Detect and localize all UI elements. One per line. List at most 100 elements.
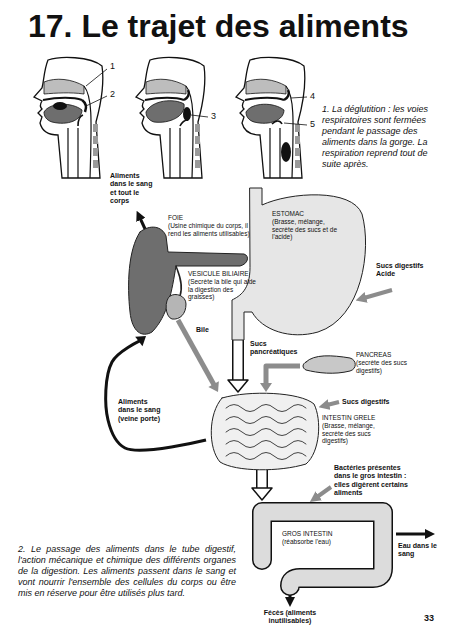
arrow-shaft <box>266 366 300 384</box>
arrow-outline <box>256 470 268 489</box>
arrow-label: Aliments dans le sang et tout le corps <box>110 172 156 206</box>
callout-number: 5 <box>310 120 315 129</box>
gallbladder-shape <box>166 294 186 319</box>
organ-text: PANCREAS(secrète des sucs digestifs) <box>356 351 420 374</box>
pancreas-shape <box>303 356 355 373</box>
arrow-label: Sucs digestifs Acide <box>376 262 428 279</box>
intestine-coil <box>226 429 306 436</box>
arrow-head <box>260 383 272 392</box>
label-box: Fécès (aliments inutilisables) <box>262 609 318 626</box>
label-box: 5 <box>310 120 315 129</box>
organ-name: INTESTIN GRELE <box>322 414 392 422</box>
head-section <box>34 58 103 178</box>
intestine-coil <box>226 417 306 424</box>
organ-drawing <box>211 393 318 470</box>
bacteria-arrow <box>317 487 331 497</box>
arrow-label: Sucs digestifs <box>342 398 402 406</box>
page-title: 17. Le trajet des aliments <box>28 10 409 42</box>
leader-line <box>191 115 208 117</box>
head-base <box>34 58 103 178</box>
organ-text: VESICULE BILIAIRE(Secrète la bile qui ai… <box>188 270 256 301</box>
organ-description: (Secrète la bile qui aide la digestion d… <box>188 278 256 301</box>
arrow-label: Sucs pancréatiques <box>250 340 302 357</box>
large-intestine-shape <box>262 512 383 586</box>
label-box: Eau dans le sang <box>398 542 444 559</box>
flow-arrow <box>252 470 272 500</box>
edge-label-box: Bile <box>196 326 220 334</box>
arrow-head <box>208 381 218 392</box>
label-box: Sucs digestifs Acide <box>376 262 428 279</box>
organ-description: (secrète des sucs digestifs) <box>356 359 420 375</box>
large-intestine-organ: GROS INTESTIN(réabsorbe l'eau) <box>246 500 396 592</box>
intestine-coil <box>226 405 306 412</box>
organ-description: (Brasse, mélange, secrète des sucs et de… <box>272 218 344 241</box>
organ-drawing <box>166 266 186 319</box>
tongue <box>146 101 184 123</box>
label-box: Bactéries présentes dans le gros intesti… <box>334 464 412 498</box>
organ-drawing <box>262 512 383 586</box>
organ-outline <box>226 186 370 340</box>
edge-label-box: Aliments dans le sang (veine porte) <box>118 398 164 423</box>
organ-name: ESTOMAC <box>272 210 344 218</box>
organ-outline <box>246 500 396 592</box>
title-block: 17. Le trajet des aliments <box>28 10 409 42</box>
stomach-shape <box>232 188 366 340</box>
organ-text: ESTOMAC(Brasse, mélange, secrète des suc… <box>272 210 344 241</box>
stomach-organ: ESTOMAC(Brasse, mélange, secrète des suc… <box>226 186 370 340</box>
figure-note: 1. La déglutition : les voies respiratoi… <box>322 104 434 170</box>
juice-arrow <box>327 402 339 405</box>
organ-name: VESICULE BILIAIRE <box>188 270 256 278</box>
arrow-outline <box>232 340 244 381</box>
organ-text: FOIE(Usine chimique du corps, il rend le… <box>168 214 254 237</box>
arrow-label: Bile <box>196 326 220 334</box>
intestine-coil <box>226 453 306 460</box>
arrow-head <box>228 380 248 392</box>
leader-line <box>291 97 307 98</box>
edge-label-box: Sucs pancréatiques <box>250 340 302 357</box>
tongue <box>246 104 284 123</box>
callout-number: 2 <box>110 90 115 99</box>
soft-palate <box>82 100 86 112</box>
epiglottis <box>180 120 188 126</box>
callout-number: 4 <box>310 92 315 101</box>
organ-text: INTESTIN GRELE(Brasse, mélange, secrète … <box>322 414 392 445</box>
leader-line <box>86 69 107 86</box>
figure-note: 2. Le passage des aliments dans le tube … <box>18 544 236 599</box>
flow-arrow <box>228 340 248 392</box>
label-box: 3 <box>211 112 216 121</box>
intestine-coil <box>226 441 306 448</box>
arrow-label: Aliments dans le sang (veine porte) <box>118 398 164 423</box>
head-section <box>136 58 205 178</box>
organ-name: GROS INTESTIN <box>282 530 368 538</box>
callout-number: 3 <box>211 112 216 121</box>
soft-palate <box>184 90 189 100</box>
head-base <box>136 58 205 178</box>
label-box: 4 <box>310 92 315 101</box>
arrow-shaft <box>234 340 243 381</box>
pancreas-organ: PANCREAS(secrète des sucs digestifs) <box>300 350 422 384</box>
leader-line <box>284 123 307 125</box>
bile-duct <box>176 266 181 296</box>
food-bolus <box>281 142 291 162</box>
organ-drawing <box>303 356 355 373</box>
arrow-shaft <box>258 470 267 489</box>
leader-lines <box>86 69 307 125</box>
food-bolus <box>53 102 67 110</box>
arrow-head <box>135 336 146 346</box>
soft-palate <box>284 90 289 100</box>
epiglottis <box>272 121 282 124</box>
juice-arrow <box>364 290 392 298</box>
label-box: 1 <box>110 62 115 71</box>
epiglottis <box>78 115 83 126</box>
water-arrow <box>396 533 427 536</box>
organ-name: PANCREAS <box>356 351 420 359</box>
large-intestine-outline <box>262 512 383 586</box>
label-box: 33 <box>424 614 434 623</box>
label-box: 2. Le passage des aliments dans le tube … <box>18 544 236 599</box>
arrow-head <box>252 488 272 500</box>
organ-name: FOIE <box>168 214 254 222</box>
gallbladder-organ: VESICULE BILIAIRE(Secrète la bile qui ai… <box>162 266 258 320</box>
arrow-label: Eau dans le sang <box>398 542 444 559</box>
head-base <box>236 58 305 178</box>
food-bolus <box>183 107 191 121</box>
